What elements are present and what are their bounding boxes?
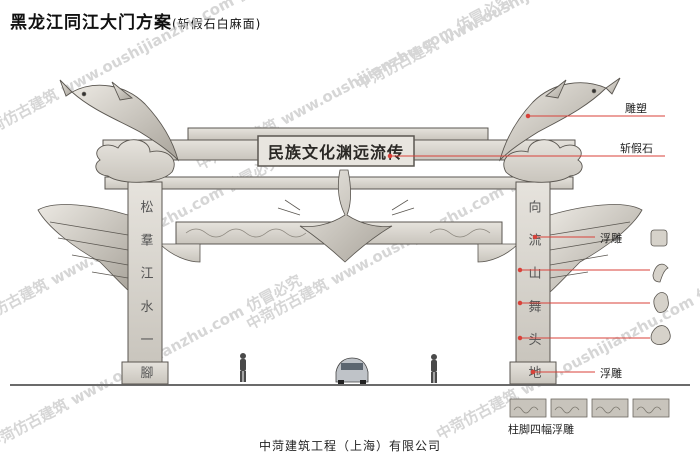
- right-pillar: 向 流 山 舞 头 地: [509, 181, 557, 387]
- relief-panel: [591, 398, 629, 418]
- relief-sample-icons: [650, 229, 671, 345]
- page-title: 黑龙江同江大门方案(斩假石白麻面): [10, 8, 261, 33]
- callout-chopped-stone: 斩假石: [620, 142, 653, 155]
- pedestrian-right: [431, 354, 437, 383]
- right-wing-sculpture: [549, 204, 643, 293]
- company-footer: 中菏建筑工程（上海）有限公司: [258, 439, 441, 453]
- lower-beam-bracket-right: [477, 243, 519, 263]
- right-pillar-inscription: 向 流 山 舞 头 地: [526, 199, 542, 386]
- relief-bird-icon: [652, 263, 669, 283]
- callout-lines: [387, 113, 665, 375]
- left-pillar-inscription: 松 羣 江 水 一 腳: [138, 200, 154, 387]
- relief-panels-caption: 柱脚四幅浮雕: [508, 423, 574, 436]
- relief-panel: [550, 398, 588, 418]
- left-pillar-base: [121, 361, 169, 385]
- right-fish-sculpture: [499, 77, 621, 162]
- callout-relief-lower: 浮雕: [600, 367, 622, 380]
- left-pillar: 松 羣 江 水 一 腳: [121, 181, 169, 387]
- relief-figure-icon: [653, 292, 669, 313]
- relief-panel: [509, 398, 547, 418]
- relief-animal-icon: [650, 325, 671, 345]
- plaque-frame: [257, 135, 415, 167]
- plaque-text: 民族文化渊远流传: [268, 143, 404, 162]
- page-title-sub: (斩假石白麻面): [172, 17, 262, 31]
- callout-sculpture: 雕塑: [625, 102, 647, 115]
- left-wing-sculpture: [37, 204, 131, 293]
- lower-beam-bracket-left: [159, 243, 201, 263]
- relief-panels-row: [509, 398, 670, 418]
- right-cloud-capital: [503, 139, 583, 183]
- relief-panel: [632, 398, 670, 418]
- page-title-main: 黑龙江同江大门方案: [10, 13, 172, 33]
- left-fish-sculpture: [59, 79, 179, 162]
- left-cloud-capital: [95, 139, 175, 183]
- pedestrian-left: [240, 353, 246, 382]
- lower-beam-pattern: [185, 228, 491, 238]
- relief-mask-icon: [650, 229, 668, 247]
- center-bird-emblem: [277, 169, 415, 263]
- callout-relief-upper: 浮雕: [600, 232, 622, 245]
- car: [335, 357, 369, 384]
